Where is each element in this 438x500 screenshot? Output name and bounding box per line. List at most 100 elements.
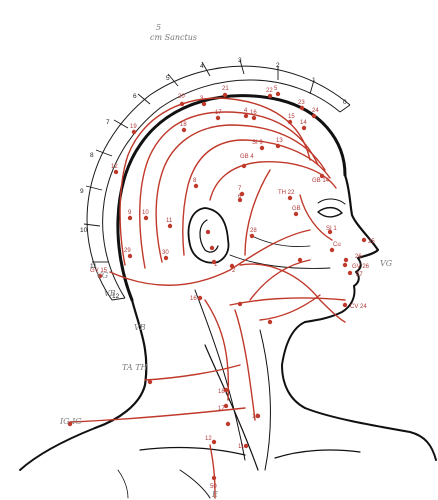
- acupoint-dot: [260, 146, 264, 150]
- scale-tick: [86, 186, 102, 190]
- acupoint-dot: [302, 126, 306, 130]
- acupoint-dot: [312, 114, 316, 118]
- head-outline: [20, 96, 436, 498]
- acupoint-dot: [250, 234, 254, 238]
- acupoint-dot: [216, 116, 220, 120]
- acupoint-dot: [212, 440, 216, 444]
- pencil-note: 5: [156, 23, 161, 32]
- scale-number: 2: [276, 62, 280, 69]
- point-label: 19: [130, 124, 137, 130]
- scale-tick: [114, 120, 128, 128]
- point-label: 9: [128, 210, 132, 216]
- point-label: 24: [312, 108, 319, 114]
- point-label: SI 1: [326, 226, 337, 232]
- acupoint-dot: [128, 216, 132, 220]
- point-label: 26: [355, 254, 362, 260]
- acupoint-dot: [244, 114, 248, 118]
- point-label: 14: [300, 120, 307, 126]
- acupoint-dot: [242, 164, 246, 168]
- pencil-note: VG: [96, 271, 109, 280]
- point-label: 7: [238, 186, 242, 192]
- point-label: 23: [298, 100, 305, 106]
- acupoint-dot: [226, 422, 230, 426]
- point-label: GB 14: [312, 178, 330, 184]
- scale-number: 3: [238, 57, 242, 64]
- pencil-note: VB: [104, 289, 116, 298]
- acupoint-dot: [206, 230, 210, 234]
- pencil-note: VG: [380, 259, 393, 268]
- acupoint-dot: [330, 248, 334, 252]
- acupoint-dot: [344, 258, 348, 262]
- scale-number: 7: [106, 119, 110, 126]
- acupoint-dot: [128, 254, 132, 258]
- pencil-note: IG IG: [59, 417, 82, 426]
- acupoint-dot: [144, 216, 148, 220]
- point-label: GV 26: [352, 264, 370, 270]
- point-label: Cu: [333, 242, 341, 248]
- acupoint-dot: [288, 196, 292, 200]
- acupoints: [68, 92, 366, 480]
- scale-tick: [84, 224, 100, 226]
- scale-tick: [138, 94, 150, 104]
- point-label: 10: [252, 414, 259, 420]
- point-label: 17: [218, 406, 225, 412]
- pencil-note: VB: [134, 323, 146, 332]
- point-label: 30: [162, 250, 169, 256]
- scale-number: 5: [166, 75, 170, 82]
- point-label: 17: [215, 110, 222, 116]
- acupoint-dot: [343, 303, 347, 307]
- acupoint-dot: [114, 170, 118, 174]
- pencil-note: TA TH: [122, 363, 149, 372]
- acupoint-dot: [276, 92, 280, 96]
- point-label: 11: [238, 444, 245, 450]
- acupoint-dot: [168, 224, 172, 228]
- scale-number: 11: [90, 263, 97, 270]
- acupoint-dot: [252, 116, 256, 120]
- point-label: 27: [356, 272, 363, 278]
- point-label: 16: [250, 110, 257, 116]
- acupoint-dot: [198, 296, 202, 300]
- acupoint-dot: [164, 256, 168, 260]
- point-label: CV 24: [350, 304, 367, 310]
- point-label: 21: [222, 86, 229, 92]
- scale-number: 1: [312, 77, 316, 84]
- point-label: GB: [292, 206, 301, 212]
- pencil-note: E: [211, 490, 218, 499]
- point-label: 5: [274, 86, 278, 92]
- pencil-note: cm Sanctus: [150, 33, 197, 42]
- point-label: 29: [124, 248, 131, 254]
- acupoint-dot: [202, 102, 206, 106]
- scale-number: 9: [80, 188, 84, 195]
- scale-number: 6: [133, 93, 137, 100]
- acupoint-dot: [343, 263, 347, 267]
- acupoint-dot: [348, 271, 352, 275]
- acupoint-dot: [268, 320, 272, 324]
- acupoint-dot: [294, 212, 298, 216]
- point-label: 10: [142, 210, 149, 216]
- point-label: SI 9: [252, 140, 263, 146]
- scale-number: 10: [80, 227, 88, 234]
- point-label: 12: [205, 436, 212, 442]
- point-label: 18: [218, 389, 225, 395]
- point-label: 12: [111, 164, 118, 170]
- acupoint-dot: [182, 128, 186, 132]
- acupoint-dot: [288, 120, 292, 124]
- point-label: 20: [178, 94, 185, 100]
- acupoint-dot: [268, 94, 272, 98]
- acupoint-dot: [210, 246, 214, 250]
- acupoint-dot: [180, 102, 184, 106]
- scale-number: 0: [343, 99, 347, 106]
- point-label: 22: [266, 88, 273, 94]
- point-label: 16: [190, 296, 197, 302]
- acupoint-dot: [148, 380, 152, 384]
- point-label: 13: [276, 138, 283, 144]
- point-label: 15: [288, 114, 295, 120]
- acupoint-dot: [223, 93, 227, 97]
- point-label: 11: [166, 218, 173, 224]
- acupoint-dot: [276, 144, 280, 148]
- acupoint-dot: [362, 238, 366, 242]
- point-label: GB 4: [240, 154, 254, 160]
- acupoint-dot: [238, 302, 242, 306]
